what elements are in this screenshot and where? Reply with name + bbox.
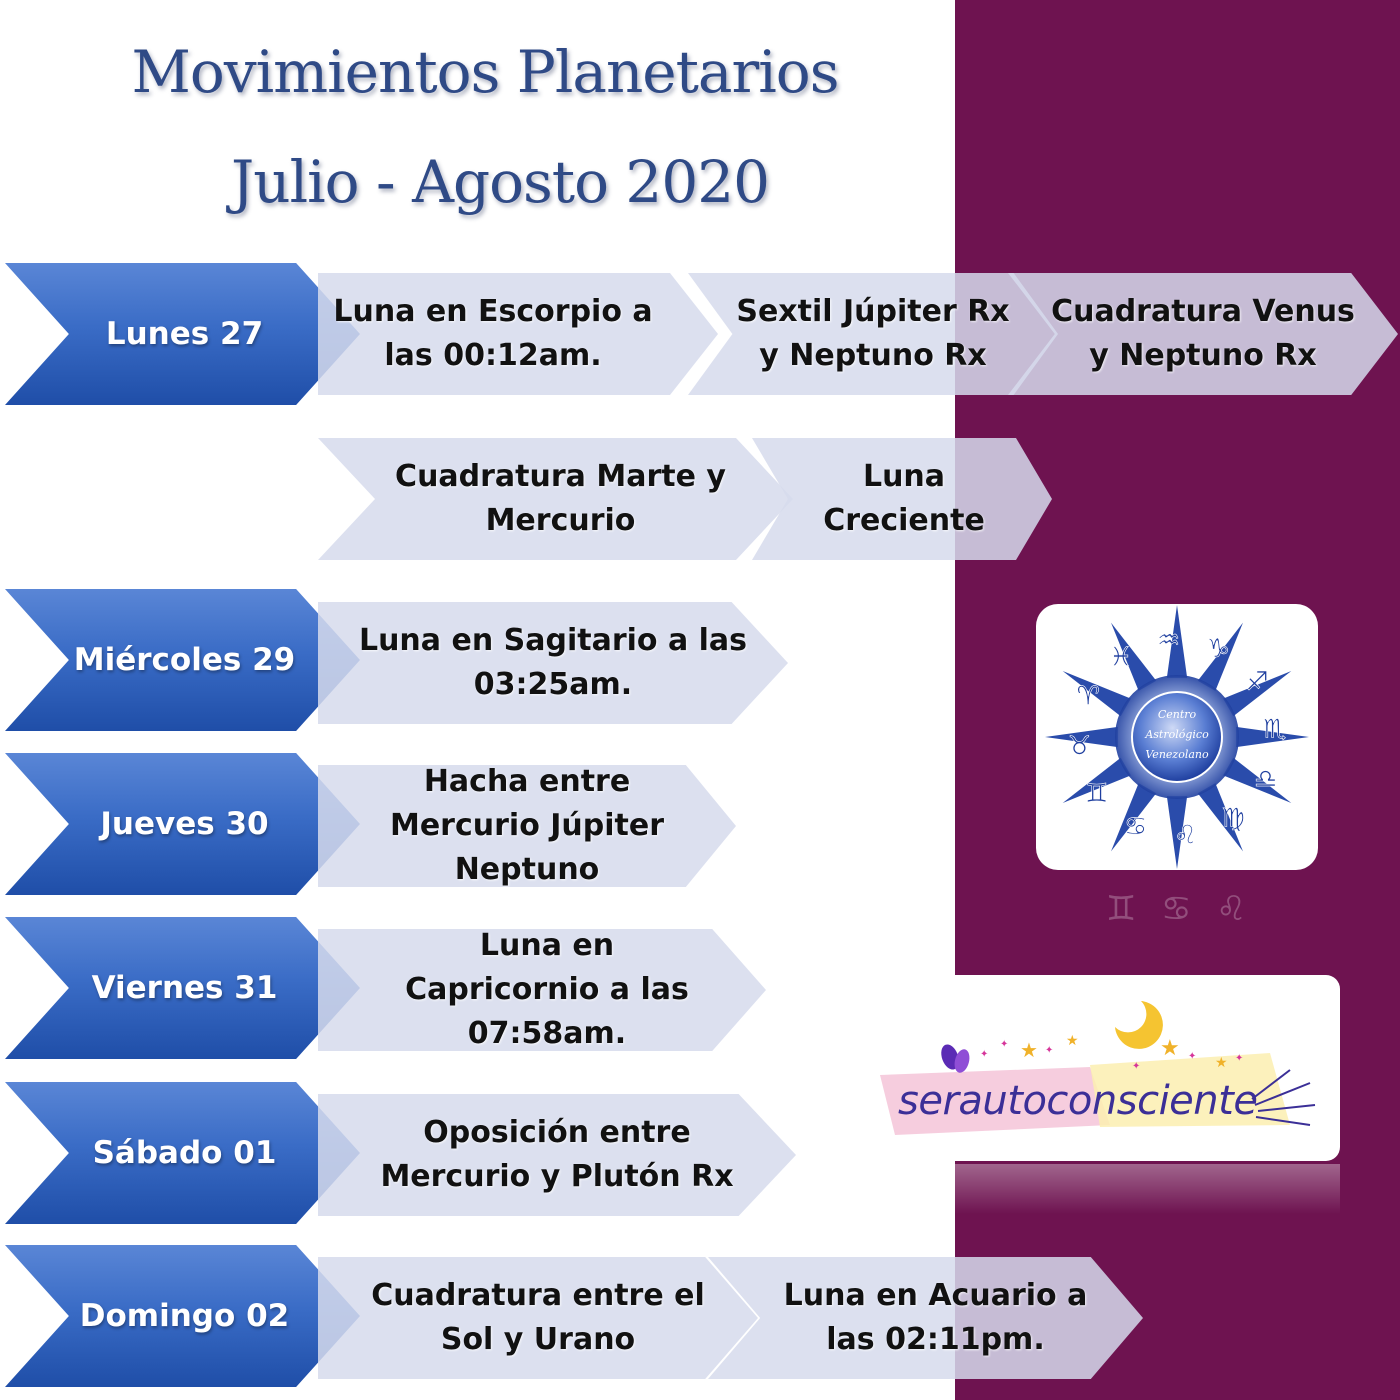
- svg-text:♌: ♌: [1216, 889, 1246, 929]
- zodiac-sign-icon: ♍: [1222, 803, 1245, 833]
- day-label-lunes: Lunes 27: [5, 263, 360, 405]
- brand-reflection: [870, 1164, 1340, 1214]
- zodiac-sign-icon: ♓: [1109, 643, 1132, 673]
- event-box: Luna en Capricornio a las 07:58am.: [318, 929, 766, 1051]
- svg-text:♋: ♋: [1161, 889, 1191, 929]
- zodiac-sign-icon: ♏: [1263, 715, 1286, 745]
- event-box: Luna en Acuario a las 02:11pm.: [708, 1257, 1143, 1379]
- event-box: Sextil Júpiter Rx y Neptuno Rx: [688, 273, 1058, 395]
- brand-logo-box: ★ ★ ★ ★ ✦ ✦ ✦ ✦ ✦ ✦: [870, 975, 1340, 1161]
- svg-text:✦: ✦: [1045, 1045, 1053, 1056]
- zodiac-sign-icon: ♋: [1124, 812, 1147, 842]
- logo-text-line: Venezolano: [1145, 748, 1209, 761]
- event-box: Luna en Sagitario a las 03:25am.: [318, 602, 788, 724]
- svg-text:✦: ✦: [1000, 1039, 1008, 1050]
- zodiac-sign-icon: ♌: [1174, 821, 1197, 851]
- sun-ray: [1223, 757, 1292, 803]
- svg-text:★: ★: [1066, 1033, 1079, 1049]
- day-label-miercoles: Miércoles 29: [5, 589, 360, 731]
- sun-ray: [1223, 671, 1292, 717]
- event-box: Luna en Escorpio a las 00:12am.: [318, 273, 718, 395]
- svg-text:★: ★: [1215, 1055, 1228, 1071]
- zodiac-sign-icon: ♑: [1207, 634, 1230, 664]
- day-label-jueves: Jueves 30: [5, 753, 360, 895]
- svg-text:♊: ♊: [1106, 889, 1136, 929]
- sun-ray: [1111, 622, 1157, 691]
- svg-text:✦: ✦: [1235, 1053, 1243, 1064]
- svg-text:✦: ✦: [1188, 1051, 1196, 1062]
- sun-ray: [1062, 757, 1131, 803]
- brand-artwork: ★ ★ ★ ★ ✦ ✦ ✦ ✦ ✦ ✦: [880, 1001, 1316, 1135]
- zodiac-sign-icon: ♎: [1254, 764, 1277, 794]
- event-box: Oposición entre Mercurio y Plutón Rx: [318, 1094, 796, 1216]
- sun-ray: [1166, 796, 1188, 869]
- sun-ray: [1197, 622, 1243, 691]
- logo-text-line: Centro: [1158, 708, 1197, 721]
- sun-rays-icon: [1251, 1069, 1316, 1126]
- logo-text-line: Astrológico: [1144, 728, 1209, 741]
- zodiac-sign-icon: ♐: [1246, 667, 1269, 697]
- sun-ray: [1045, 726, 1118, 748]
- sun-ray: [1236, 726, 1309, 748]
- event-box: Cuadratura Venus y Neptuno Rx: [1008, 273, 1398, 395]
- butterfly-icon: [941, 1044, 970, 1073]
- brand-name: serautoconsciente: [898, 1078, 1258, 1124]
- zodiac-sign-icon: ♒: [1157, 625, 1180, 655]
- day-label-sabado: Sábado 01: [5, 1082, 360, 1224]
- svg-text:★: ★: [1020, 1038, 1038, 1062]
- zodiac-wheel-icon: Centro Astrológico Venezolano ♑ ♐ ♏ ♎ ♍ ♌ ♋ ♊ ♉ ♈…: [1045, 605, 1309, 869]
- event-box: Luna Creciente: [752, 438, 1052, 560]
- event-box: Hacha entre Mercurio Júpiter Neptuno: [318, 765, 736, 887]
- svg-text:✦: ✦: [980, 1049, 988, 1060]
- page-title: Movimientos Planetarios: [131, 38, 840, 106]
- event-box: Cuadratura entre el Sol y Urano: [318, 1257, 758, 1379]
- sun-ray: [1111, 783, 1157, 852]
- svg-text:✦: ✦: [1132, 1061, 1140, 1072]
- logo-reflection: ♊ ♋ ♌: [1036, 872, 1318, 952]
- zodiac-sign-icon: ♈: [1077, 682, 1100, 712]
- astrology-logo: Centro Astrológico Venezolano ♑ ♐ ♏ ♎ ♍ ♌ ♋ ♊ ♉ ♈…: [1036, 604, 1318, 870]
- day-label-viernes: Viernes 31: [5, 917, 360, 1059]
- day-label-domingo: Domingo 02: [5, 1245, 360, 1387]
- sun-ray: [1166, 605, 1188, 678]
- sun-ray: [1197, 783, 1243, 852]
- sun-ray: [1062, 671, 1131, 717]
- stars-icon: ★ ★ ★ ★: [1020, 1033, 1228, 1071]
- page-subtitle: Julio - Agosto 2020: [230, 148, 770, 216]
- zodiac-sign-icon: ♊: [1085, 779, 1108, 809]
- moon-icon: [1115, 1001, 1163, 1049]
- svg-text:★: ★: [1160, 1036, 1180, 1061]
- zodiac-sign-icon: ♉: [1068, 732, 1091, 762]
- event-box: Cuadratura Marte y Mercurio: [318, 438, 793, 560]
